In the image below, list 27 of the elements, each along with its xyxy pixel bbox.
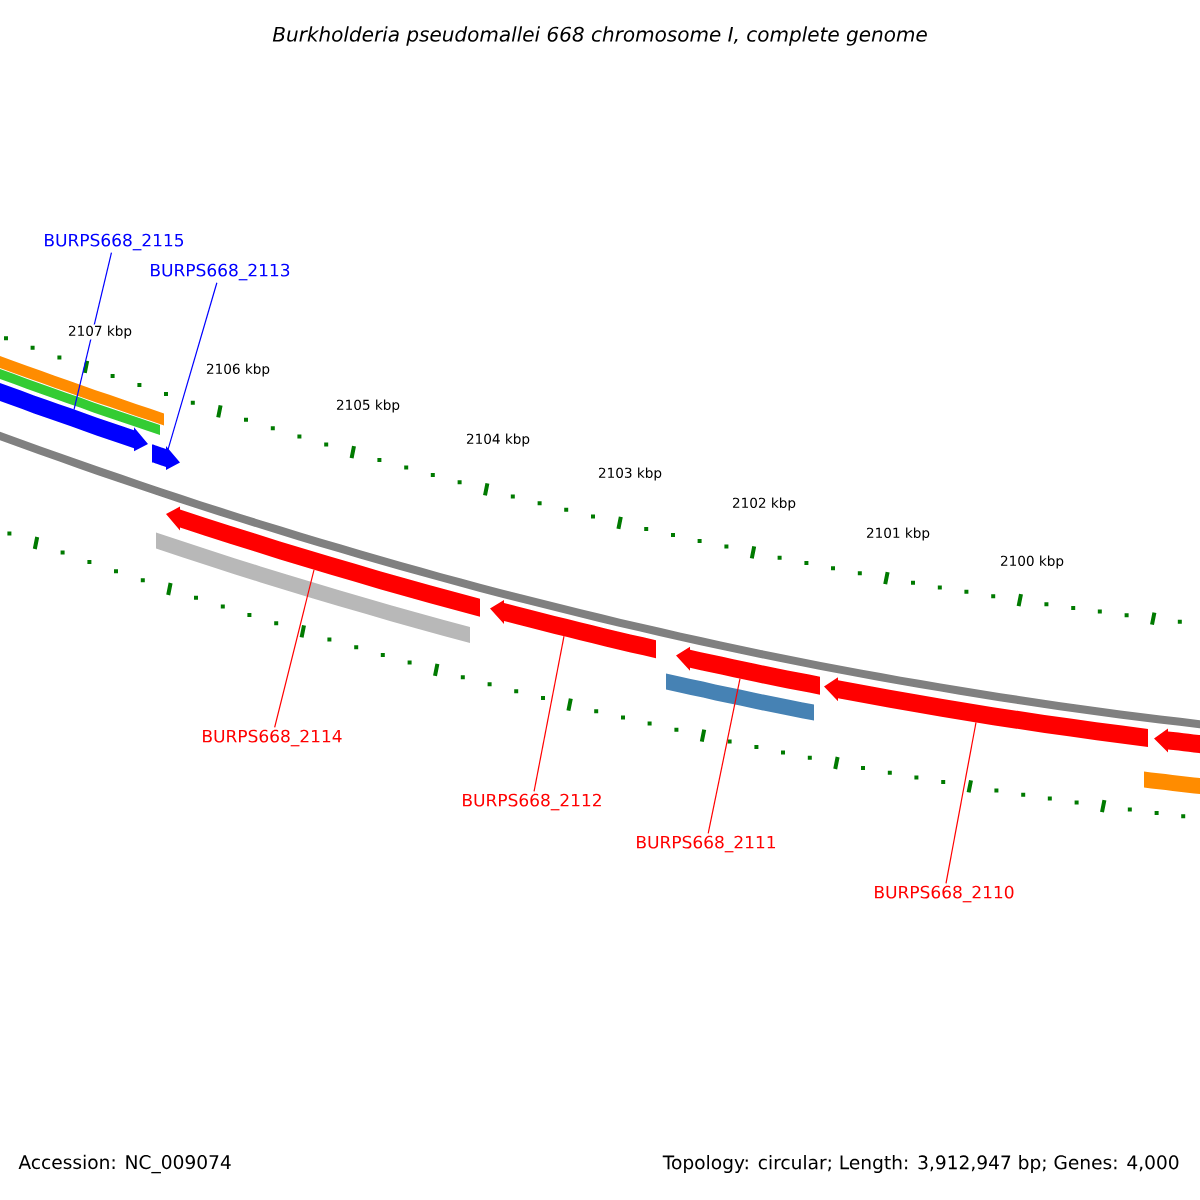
leader-line bbox=[73, 252, 113, 411]
gene-block bbox=[676, 646, 820, 695]
leader-line bbox=[167, 282, 218, 451]
gene-block bbox=[824, 677, 1148, 747]
gene-label: BURPS668_2112 bbox=[463, 793, 601, 811]
leader-line bbox=[274, 569, 315, 728]
gene-label: BURPS668_2110 bbox=[875, 885, 1014, 903]
gene-block bbox=[0, 377, 148, 452]
footer-text: Accession: NC_009074 bbox=[18, 1154, 231, 1174]
gene-label: BURPS668_2113 bbox=[151, 263, 290, 281]
footer-text: Topology: circular; Length: 3,912,947 bp; Genes: 4,000 bbox=[662, 1155, 1179, 1173]
gene-block bbox=[1154, 728, 1200, 757]
gene-block bbox=[490, 600, 656, 659]
title: Burkholderia pseudomallei 668 chromosome I, complete genome bbox=[272, 26, 927, 46]
gene-block bbox=[166, 506, 480, 617]
gene-block bbox=[666, 673, 814, 721]
leader-line bbox=[533, 635, 565, 792]
gene-label: BURPS668_2115 bbox=[45, 233, 184, 251]
gene-label: BURPS668_2111 bbox=[637, 835, 775, 853]
gene-block bbox=[0, 356, 164, 426]
gene-block bbox=[1144, 771, 1200, 798]
gene-label: BURPS668_2114 bbox=[203, 729, 342, 747]
gene-block bbox=[152, 444, 180, 470]
leader-line bbox=[945, 721, 977, 884]
gene-block bbox=[156, 532, 470, 643]
leader-line bbox=[707, 678, 741, 834]
gene-block bbox=[0, 369, 160, 435]
